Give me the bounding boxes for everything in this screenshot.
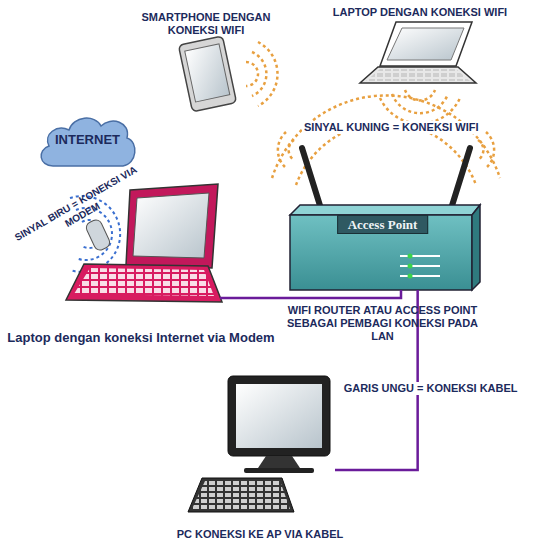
device-caption: PC KONEKSI KE AP VIA KABEL — [140, 528, 380, 541]
laptop-node: LAPTOP DENGAN KONEKSI WIFI — [365, 22, 475, 84]
device-caption: LAPTOP DENGAN KONEKSI WIFI — [305, 6, 535, 19]
smartphone — [178, 36, 236, 112]
device-caption: WIFI ROUTER ATAU ACCESS POINT SEBAGAI PE… — [275, 304, 490, 343]
wifi-laptop — [360, 22, 476, 83]
legend-note: SINYAL KUNING = KONEKSI WIFI — [302, 121, 481, 134]
desktop-pc — [188, 376, 330, 512]
device-plate-label: Access Point — [337, 215, 429, 234]
access-point-device — [290, 148, 480, 290]
device-caption: SMARTPHONE DENGAN KONEKSI WIFI — [116, 11, 296, 37]
access-point-node: Access PointWIFI ROUTER ATAU ACCESS POIN… — [290, 205, 475, 290]
smartphone-node: SMARTPHONE DENGAN KONEKSI WIFI — [172, 40, 240, 108]
cable-connector — [220, 290, 401, 298]
wifi-signal — [246, 42, 500, 185]
device-caption: Laptop dengan koneksi Internet via Modem — [6, 330, 276, 346]
cloud-label: INTERNET — [35, 132, 140, 147]
edge-label: GARIS UNGU = KONEKSI KABEL — [342, 382, 520, 395]
pc-node: PC KONEKSI KE AP VIA KABEL — [185, 372, 335, 518]
